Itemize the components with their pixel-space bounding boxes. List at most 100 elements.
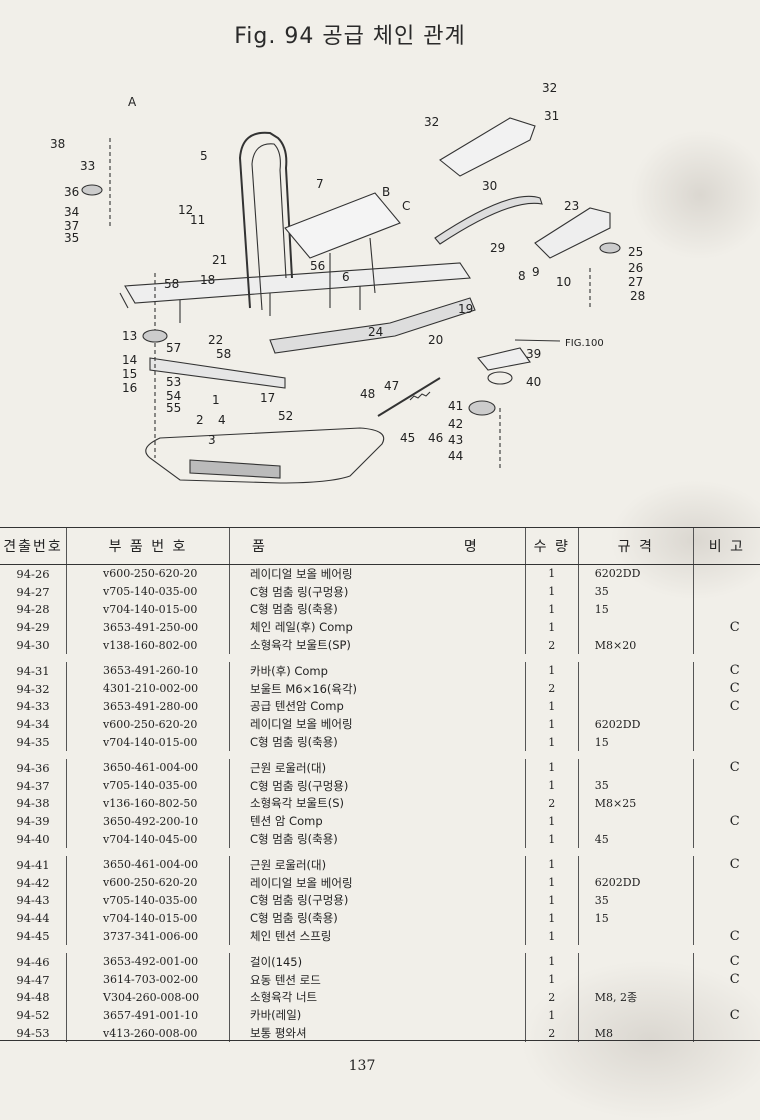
spec-cell [577,952,694,971]
svg-text:21: 21 [212,253,227,267]
note-cell: C [692,855,760,874]
svg-text:5: 5 [200,149,208,163]
spec-cell: 45 [577,830,694,848]
svg-text:26: 26 [628,261,643,275]
ref-cell: 94-31 [16,663,50,678]
note-cell: C [692,927,760,945]
page-number: 137 [348,1058,376,1074]
ref-cell: 94-28 [16,602,50,617]
part-name-cell: 소형육각 보울트(SP) [229,636,526,654]
quantity-cell: 1 [524,582,579,601]
svg-text:58: 58 [164,277,179,291]
part-name-cell: 걸이(145) [229,952,526,971]
part-name-cell: 체인 텐션 스프링 [229,927,526,945]
exploded-parts-diagram: A B C 1 2 3 4 5 6 7 8 9 10 11 12 13 14 1… [50,81,645,484]
note-cell: C [692,661,760,680]
svg-text:57: 57 [166,341,181,355]
spec-cell [577,970,694,989]
svg-text:41: 41 [448,399,463,413]
svg-text:38: 38 [50,137,65,151]
note-cell: C [692,758,760,777]
header-ref: 견출번호 [0,527,67,565]
ref-cell: 94-32 [16,681,50,696]
svg-text:30: 30 [482,179,497,193]
quantity-cell: 1 [524,758,579,777]
spec-cell: 6202DD [577,873,694,892]
part-name-cell: 소형육각 보울트(S) [229,794,526,813]
part-number-cell: 3653-491-250-00 [66,618,230,637]
spec-cell [577,618,694,637]
svg-text:32: 32 [424,115,439,129]
part-name-cell: 레이디얼 보올 베어링 [229,564,526,583]
part-name-cell: 요동 텐션 로드 [229,970,526,989]
svg-text:40: 40 [526,375,541,389]
part-number-cell: 3650-492-200-10 [66,812,230,831]
group-spacer [0,848,760,856]
ref-cell: 94-34 [16,717,50,732]
note-cell [692,1024,760,1042]
part-number-cell: 3737-341-006-00 [66,927,230,945]
svg-text:29: 29 [490,241,505,255]
svg-text:14: 14 [122,353,137,367]
quantity-cell: 2 [524,1024,579,1042]
svg-text:18: 18 [200,273,215,287]
figure-title: Fig. 94 공급 체인 관계 [234,24,466,49]
svg-text:48: 48 [360,387,375,401]
note-cell [692,909,760,928]
part-name-cell: 보울트 M6×16(육각) [229,679,526,698]
svg-text:43: 43 [448,433,463,447]
table-bottom-rule [0,1040,760,1041]
part-number-cell: 3650-461-004-00 [66,758,230,777]
part-name-cell: C형 멈춤 링(구멍용) [229,891,526,910]
svg-text:52: 52 [278,409,293,423]
note-cell [692,636,760,654]
ref-cell: 94-52 [16,1008,50,1023]
svg-text:C: C [402,199,410,213]
svg-text:15: 15 [122,367,137,381]
svg-text:42: 42 [448,417,463,431]
part-name-cell: C형 멈춤 링(축용) [229,600,526,619]
ref-cell: 94-37 [16,778,50,793]
part-number-cell: v705-140-035-00 [66,891,230,910]
part-number-cell: v136-160-802-50 [66,794,230,813]
part-number-cell: v704-140-015-00 [66,733,230,751]
part-name-cell: 텐션 암 Comp [229,812,526,831]
note-cell [692,830,760,848]
svg-text:47: 47 [384,379,399,393]
svg-text:45: 45 [400,431,415,445]
svg-text:56: 56 [310,259,325,273]
part-name-cell: C형 멈춤 링(축용) [229,909,526,928]
svg-text:FIG.100: FIG.100 [565,338,604,349]
svg-text:6: 6 [342,270,350,284]
ref-cell: 94-46 [16,954,50,969]
part-name-cell: 체인 레일(후) Comp [229,618,526,637]
ref-cell: 94-38 [16,796,50,811]
quantity-cell: 1 [524,661,579,680]
spec-cell [577,697,694,716]
spec-cell: 15 [577,909,694,928]
group-spacer [0,654,760,662]
note-cell: C [692,618,760,637]
spec-cell: 35 [577,776,694,795]
part-name-cell: 카바(후) Comp [229,661,526,680]
part-name-cell: C형 멈춤 링(구멍용) [229,776,526,795]
svg-text:24: 24 [368,325,383,339]
quantity-cell: 2 [524,794,579,813]
svg-text:33: 33 [80,159,95,173]
svg-text:27: 27 [628,275,643,289]
quantity-cell: 2 [524,988,579,1007]
svg-text:1: 1 [212,393,220,407]
header-name-1: 품 [229,527,343,565]
part-name-cell: C형 멈춤 링(축용) [229,830,526,848]
header-qty: 수 량 [524,527,579,565]
part-number-cell: v704-140-045-00 [66,830,230,848]
note-cell [692,988,760,1007]
